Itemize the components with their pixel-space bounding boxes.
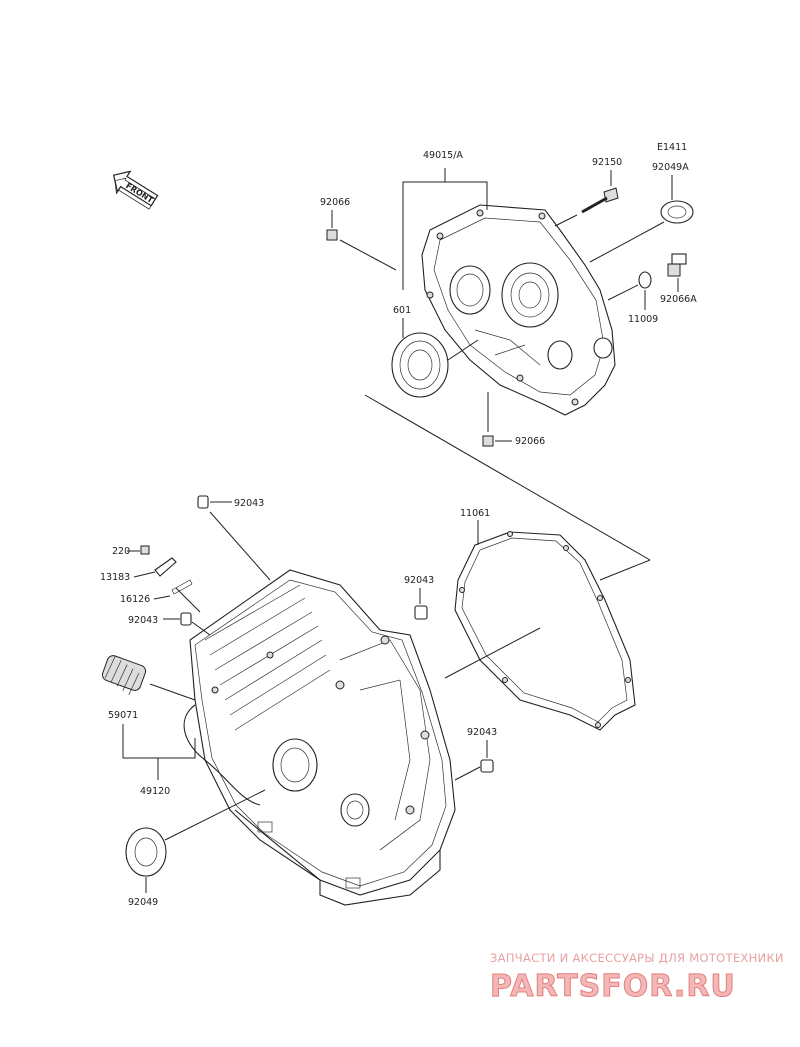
label-92049: 92049 [128,897,158,908]
bearing-601 [391,332,449,398]
pin-92043-left [180,612,192,626]
label-92043-top: 92043 [234,498,264,509]
seal-92049A [660,200,694,224]
label-92066-top: 92066 [320,197,350,208]
tube-49120 [183,704,261,806]
label-13183: 13183 [100,572,130,583]
label-92043-mid: 92043 [404,575,434,586]
label-92049A: 92049A [652,162,689,173]
label-92066-bottom: 92066 [515,436,545,447]
seal-92049 [125,827,167,877]
plate-13183 [154,557,177,577]
gasket-11061 [454,531,636,731]
pin-92043-right [480,759,494,773]
label-16126: 16126 [120,594,150,605]
front-arrow-icon: FRONT [112,170,159,210]
label-e1411: E1411 [657,142,687,153]
label-601: 601 [393,305,411,316]
label-49015: 49015/A [423,150,463,161]
watermark-brand: PARTSFOR.RU [490,969,736,1004]
breather-59071 [101,655,147,696]
crankcase-block [189,569,456,906]
screw-220 [140,545,150,555]
bolt-92150 [581,187,619,214]
bracket-49120 [122,724,196,759]
label-92043-left: 92043 [128,615,158,626]
watermark-tagline: ЗАПЧАСТИ И АКСЕССУАРЫ ДЛЯ МОТОТЕХНИКИ [490,951,784,965]
label-11061: 11061 [460,508,490,519]
label-49120: 49120 [140,786,170,797]
gasket-16126 [171,579,193,595]
pin-92043-mid [414,605,428,620]
label-92150: 92150 [592,157,622,168]
label-92043-right: 92043 [467,727,497,738]
washer-11009 [638,271,652,289]
label-220: 220 [112,546,130,557]
label-92066A: 92066A [660,294,697,305]
plug-92066A [667,253,687,277]
crankcase-cover [421,204,616,416]
label-59071: 59071 [108,710,138,721]
label-11009: 11009 [628,314,658,325]
pin-92043-top [197,495,209,509]
nut-92066-bottom [482,435,494,447]
nut-92066-top [326,229,338,241]
